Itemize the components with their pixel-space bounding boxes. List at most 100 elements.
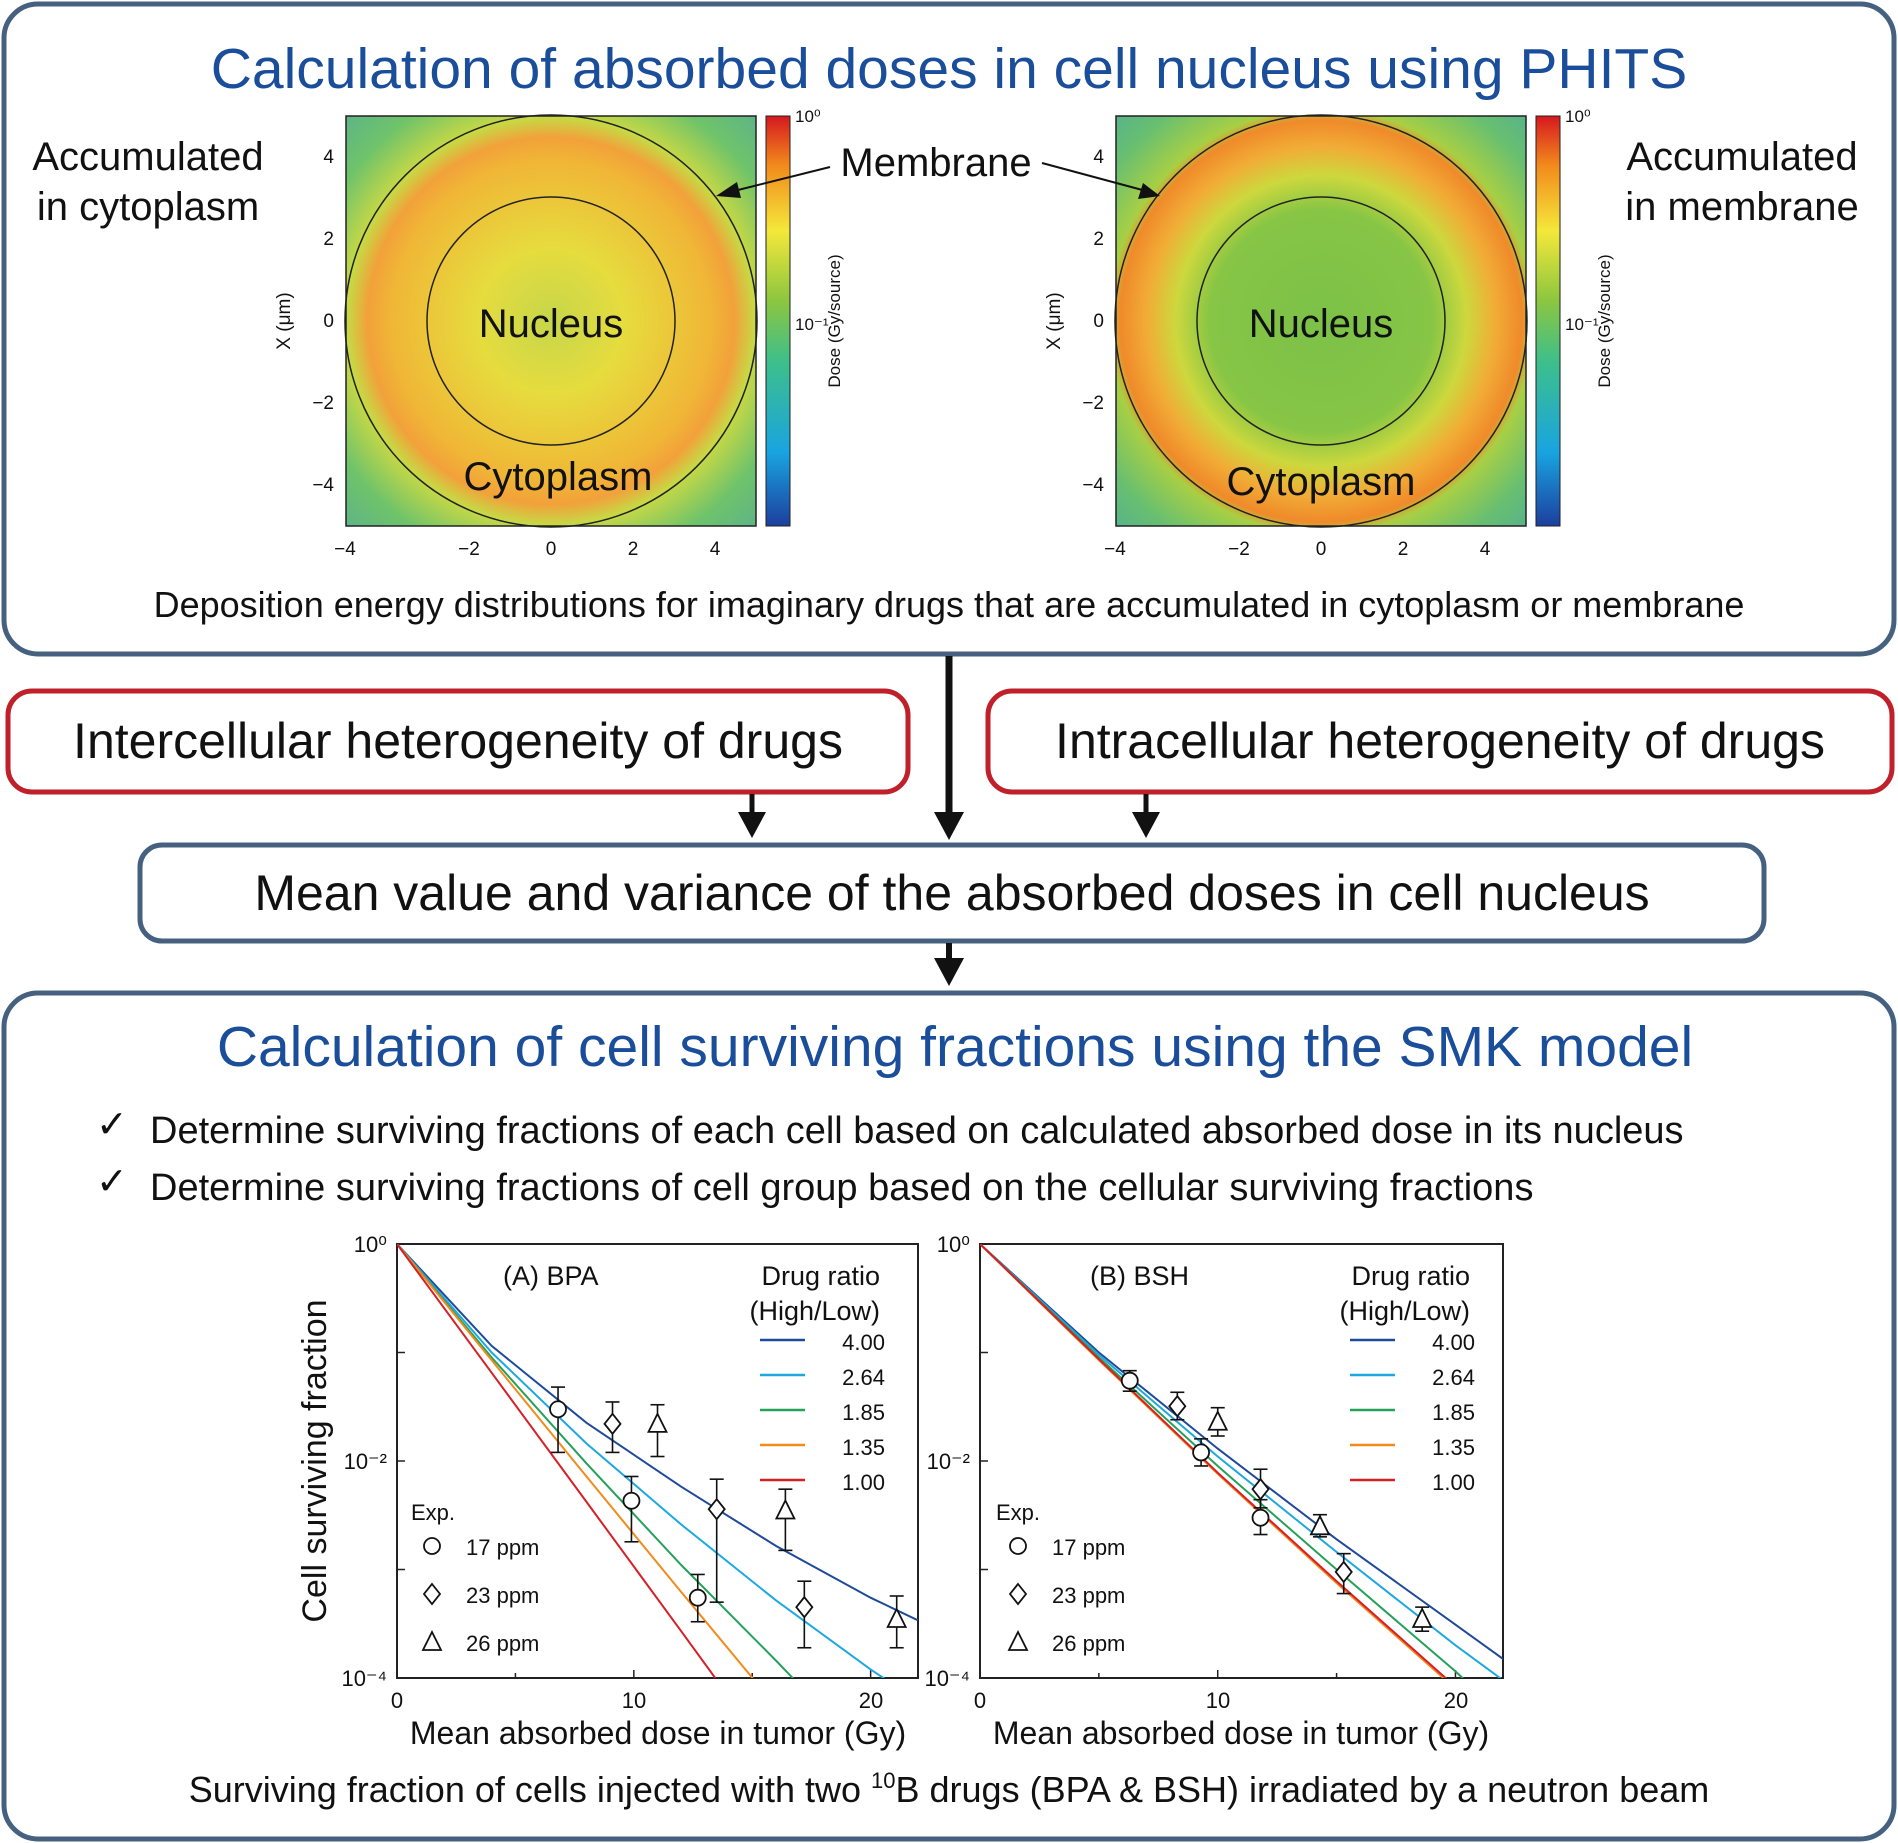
diamond-marker: [1008, 1582, 1028, 1606]
y-tick: −4: [1082, 475, 1104, 496]
membrane-outline: [344, 114, 758, 528]
survival-curve-1.00: [397, 1244, 717, 1678]
y-tick: 0: [1093, 311, 1104, 332]
y-tick: 10⁻⁴: [341, 1666, 387, 1691]
exp-legend-label: 26 ppm: [466, 1631, 539, 1656]
nucleus-outline: [1196, 196, 1446, 446]
diamond-marker: [1168, 1394, 1187, 1418]
circle-marker: [1009, 1537, 1027, 1555]
triangle-marker: [647, 1411, 668, 1433]
colorbar-title: Dose (Gy/source): [825, 254, 844, 387]
circle-marker: [622, 1491, 641, 1510]
survival-curve-1.35: [397, 1244, 754, 1678]
triangle-marker: [1007, 1629, 1029, 1651]
caption-sup: 10: [871, 1768, 895, 1793]
survival-curve-2.64: [980, 1244, 1502, 1678]
nucleus-label: Nucleus: [479, 302, 624, 346]
colorbar-top-label: 10⁰: [795, 107, 821, 126]
colorbar-top-label: 10⁰: [1565, 107, 1591, 126]
diamond-marker: [422, 1582, 442, 1606]
triangle-marker: [886, 1606, 908, 1628]
nucleus-label: Nucleus: [1249, 302, 1394, 346]
diamond-marker: [603, 1412, 622, 1436]
y-tick: 2: [323, 229, 334, 250]
legend-label: 4.00: [1432, 1330, 1475, 1355]
x-axis-label: Mean absorbed dose in tumor (Gy): [410, 1715, 906, 1751]
legend-label: 1.35: [842, 1435, 885, 1460]
y-tick: 10⁻⁴: [924, 1666, 970, 1691]
x-tick: 2: [628, 539, 639, 560]
triangle-marker: [1411, 1606, 1433, 1628]
y-axis-label: X (μm): [1044, 292, 1065, 349]
check-icon: ✓: [96, 1104, 128, 1146]
circle-marker: [688, 1588, 707, 1607]
x-tick: 0: [391, 1688, 403, 1713]
nucleus-outline: [426, 196, 676, 446]
x-axis-label: Mean absorbed dose in tumor (Gy): [993, 1715, 1489, 1751]
y-tick: 10⁻²: [927, 1449, 970, 1474]
exp-legend-label: 23 ppm: [1052, 1583, 1125, 1608]
exp-legend-label: 17 ppm: [1052, 1535, 1125, 1560]
legend-label: 2.64: [842, 1365, 885, 1390]
membrane-pointer-right: [1041, 162, 1160, 199]
phits-panel-title: Calculation of absorbed doses in cell nu…: [211, 37, 1688, 101]
intercellular-heterogeneity-box: [5, 688, 911, 795]
x-tick: 4: [1480, 539, 1491, 560]
smk-panel-title: Calculation of cell surviving fractions …: [217, 1015, 1693, 1079]
main-arrow-head: [934, 812, 964, 840]
y-tick: −2: [312, 393, 334, 414]
survival-plot-bsh: (B) BSH Drug ratio (High/Low) 4.00 2.64 1.…: [924, 1232, 1504, 1751]
x-tick: 4: [710, 539, 721, 560]
mean-variance-box: [137, 842, 1767, 944]
dose-map-cytoplasm: Nucleus Cytoplasm −4 −2 0 2 4 4 2 0 −2 −…: [274, 107, 844, 560]
circle-marker: [1120, 1371, 1139, 1390]
y-tick: 10⁰: [354, 1232, 387, 1257]
right-note-line1: Accumulated: [1626, 135, 1857, 179]
survival-curve-1.00: [980, 1244, 1448, 1678]
x-tick: 0: [546, 539, 557, 560]
legend-label: 1.85: [842, 1400, 885, 1425]
x-tick: 0: [1316, 539, 1327, 560]
x-tick: 10: [622, 1688, 646, 1713]
exp-legend-label: 26 ppm: [1052, 1631, 1125, 1656]
legend-label: 1.85: [1432, 1400, 1475, 1425]
x-tick: −4: [334, 539, 356, 560]
survival-curve-4.00: [980, 1244, 1503, 1660]
legend-group: 4.002.641.851.351.00: [1350, 1330, 1475, 1495]
y-axis-label: Cell surviving fraction: [296, 1299, 334, 1622]
legend-title-line1: Drug ratio: [761, 1261, 880, 1291]
membrane-outline: [1114, 114, 1528, 528]
circle-marker: [549, 1400, 567, 1419]
x-tick: −4: [1104, 539, 1126, 560]
legend-label: 4.00: [842, 1330, 885, 1355]
mean-variance-label: Mean value and variance of the absorbed …: [254, 865, 1649, 921]
intercellular-heterogeneity-label: Intercellular heterogeneity of drugs: [73, 713, 843, 769]
y-tick: 2: [1093, 229, 1104, 250]
exp-label: Exp.: [411, 1500, 455, 1525]
dose-map-membrane: Nucleus Cytoplasm −4 −2 0 2 4 4 2 0 −2 −…: [1044, 107, 1614, 560]
curve-group: [396, 1243, 918, 1679]
plot-title: (B) BSH: [1090, 1261, 1189, 1291]
left-arrow-head: [738, 812, 766, 838]
intracellular-heterogeneity-box: [985, 688, 1895, 795]
marker-group: [1120, 1369, 1433, 1632]
dose-map-image: [345, 115, 757, 527]
legend-title-line2: (High/Low): [1339, 1296, 1470, 1326]
legend-label: 2.64: [1432, 1365, 1475, 1390]
phits-caption: Deposition energy distributions for imag…: [154, 584, 1745, 625]
membrane-label: Membrane: [840, 141, 1031, 185]
x-tick: −2: [458, 539, 480, 560]
circle-marker: [1251, 1508, 1270, 1527]
legend-title-line1: Drug ratio: [1351, 1261, 1470, 1291]
intracellular-heterogeneity-label: Intracellular heterogeneity of drugs: [1055, 713, 1825, 769]
legend-label: 1.00: [842, 1470, 885, 1495]
legend-title-line2: (High/Low): [749, 1296, 880, 1326]
cytoplasm-label: Cytoplasm: [464, 455, 653, 499]
survival-curve-1.85: [397, 1244, 795, 1678]
left-note-line2: in cytoplasm: [37, 185, 259, 229]
membrane-pointer-left: [716, 166, 831, 198]
exp-legend-label: 23 ppm: [466, 1583, 539, 1608]
exp-label: Exp.: [996, 1500, 1040, 1525]
triangle-marker: [421, 1629, 443, 1651]
legend-group: 4.00 2.64 1.85 1.35 1.00: [760, 1330, 885, 1495]
